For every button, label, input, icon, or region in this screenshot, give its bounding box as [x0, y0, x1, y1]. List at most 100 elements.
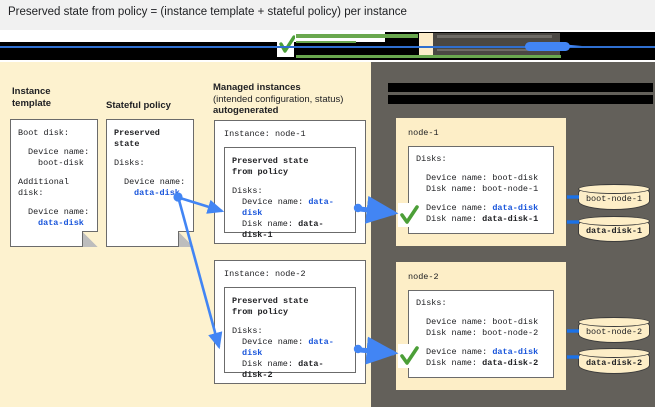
- header-line-1: Stateful policy: [106, 100, 171, 111]
- disk-name-value: data-disk-2: [242, 359, 324, 380]
- disk-name-row: Disk name: data-disk-2: [232, 359, 348, 381]
- page-fold-corner-icon: [82, 231, 98, 247]
- column-header-managed-instances: Managed instances (intended configuratio…: [213, 82, 363, 117]
- device-name-label: Device name:: [242, 337, 304, 347]
- band-blue-rule: [0, 46, 655, 48]
- data-disk-name-label: Disk name:: [426, 214, 478, 224]
- data-disk-name-label: Disk name:: [426, 358, 478, 368]
- data-device-name-row: Device name: data-disk: [416, 347, 546, 358]
- band-blue-blob: [525, 42, 570, 51]
- preserved-state-label-1: Preserved: [114, 128, 160, 138]
- disk-cylinder-data-disk-2: data-disk-2: [578, 348, 650, 374]
- status-check-node-1: [398, 203, 420, 227]
- redacted-header-bar-2: [388, 95, 653, 104]
- spacer: [232, 318, 348, 326]
- spacer: [416, 339, 546, 347]
- spacer: [232, 178, 348, 186]
- data-device-name-label: Device name:: [426, 203, 488, 213]
- check-icon: [400, 346, 419, 365]
- band-cream-block: [419, 33, 433, 57]
- redacted-header-bar-1: [388, 83, 653, 92]
- disks-label: Disks:: [232, 186, 263, 196]
- page-fold-corner-icon: [178, 231, 194, 247]
- node-name: node-2: [408, 272, 439, 282]
- spacer: [416, 309, 546, 317]
- device-name-value: data-disk: [134, 188, 180, 198]
- compressed-legend-band: [0, 30, 655, 62]
- boot-device-name-label: Device name:: [28, 147, 90, 157]
- device-name-label: Device name:: [242, 197, 304, 207]
- preserved-state-box: Preserved state from policy Disks: Devic…: [224, 147, 356, 240]
- boot-device-name-row: Device name: boot-disk: [426, 173, 539, 183]
- band-blue-arrowhead: [560, 44, 582, 48]
- header-line-1: Instance: [12, 86, 51, 97]
- check-icon: [279, 35, 295, 53]
- boot-disk-name-row: Disk name: boot-node-2: [426, 328, 539, 338]
- device-name-value: data-disk: [242, 337, 334, 358]
- data-disk-name-row: Disk name: data-disk-1: [416, 214, 546, 225]
- disk-cylinder-boot-node-2: boot-node-2: [578, 317, 650, 343]
- device-name-row: Device name: data-disk: [232, 337, 348, 359]
- preserved-state-box: Preserved state from policy Disks: Devic…: [224, 287, 356, 380]
- managed-instance-card-node-2: Instance: node-2 Preserved state from po…: [214, 260, 366, 384]
- disk-name-label: Disk name:: [242, 219, 294, 229]
- disks-label: Disks:: [114, 158, 145, 168]
- node-panel-node-2: node-2 Disks: Device name: boot-disk Dis…: [396, 262, 566, 390]
- device-name-row: Device name: data-disk: [232, 197, 348, 219]
- data-device-name-label: Device name:: [426, 347, 488, 357]
- stateful-policy-card: Preserved state Disks: Device name: data…: [106, 119, 194, 247]
- database-cylinder-icon: [578, 348, 650, 358]
- band-green-line-top: [296, 34, 418, 38]
- disk-name-value: data-disk-1: [242, 219, 324, 240]
- header-line-2: template: [12, 97, 52, 109]
- cylinder-label: boot-node-1: [585, 194, 643, 204]
- band-white-strip: [0, 60, 655, 62]
- boot-device-name-value: boot-disk: [38, 158, 84, 168]
- check-icon: [400, 205, 419, 224]
- cylinder-label: data-disk-1: [585, 226, 643, 236]
- database-cylinder-icon: [578, 184, 650, 194]
- instance-template-card: Boot disk: Device name: boot-disk Additi…: [10, 119, 98, 247]
- spacer: [18, 199, 90, 207]
- spacer: [18, 139, 90, 147]
- disk-cylinder-data-disk-1: data-disk-1: [578, 216, 650, 242]
- box-heading-1: Preserved state: [232, 156, 309, 166]
- disks-label: Disks:: [416, 298, 447, 308]
- page-title: Preserved state from policy = (instance …: [8, 6, 407, 18]
- band-check-backdrop: [277, 33, 294, 57]
- header-line-3: autogenerated: [213, 105, 279, 116]
- additional-disk-label-2: disk:: [18, 188, 44, 198]
- data-disk-name-value: data-disk-2: [482, 358, 539, 368]
- data-disk-name-row: Disk name: data-disk-2: [416, 358, 546, 369]
- preserved-state-label-2: state: [114, 139, 140, 149]
- spacer: [18, 169, 90, 177]
- database-cylinder-icon: [578, 317, 650, 327]
- header-line-1: Managed instances: [213, 82, 301, 93]
- band-gray-line-2: [437, 49, 532, 51]
- additional-device-name-label: Device name:: [28, 207, 90, 217]
- node-disks-box: Disks: Device name: boot-disk Disk name:…: [408, 146, 554, 234]
- band-green-line-bottom: [296, 55, 561, 58]
- data-disk-name-value: data-disk-1: [482, 214, 539, 224]
- boot-disk-label: Boot disk:: [18, 128, 70, 138]
- node-panel-node-1: node-1 Disks: Device name: boot-disk Dis…: [396, 118, 566, 246]
- spacer: [416, 165, 546, 173]
- data-device-name-row: Device name: data-disk: [416, 203, 546, 214]
- device-name-value: data-disk: [242, 197, 334, 218]
- additional-disk-label-1: Additional: [18, 177, 70, 187]
- status-check-node-2: [398, 344, 420, 368]
- node-disks-box: Disks: Device name: boot-disk Disk name:…: [408, 290, 554, 378]
- device-name-label: Device name:: [124, 177, 186, 187]
- disk-name-label: Disk name:: [242, 359, 294, 369]
- instance-label: Instance: node-1: [224, 129, 306, 139]
- managed-instance-card-node-1: Instance: node-1 Preserved state from po…: [214, 120, 366, 244]
- instance-label: Instance: node-2: [224, 269, 306, 279]
- box-heading-1: Preserved state: [232, 296, 309, 306]
- boot-disk-name-row: Disk name: boot-node-1: [426, 184, 539, 194]
- band-gray-line-1: [437, 35, 552, 38]
- box-heading-2: from policy: [232, 307, 289, 317]
- disk-cylinder-boot-node-1: boot-node-1: [578, 184, 650, 210]
- disks-label: Disks:: [416, 154, 447, 164]
- disks-label: Disks:: [232, 326, 263, 336]
